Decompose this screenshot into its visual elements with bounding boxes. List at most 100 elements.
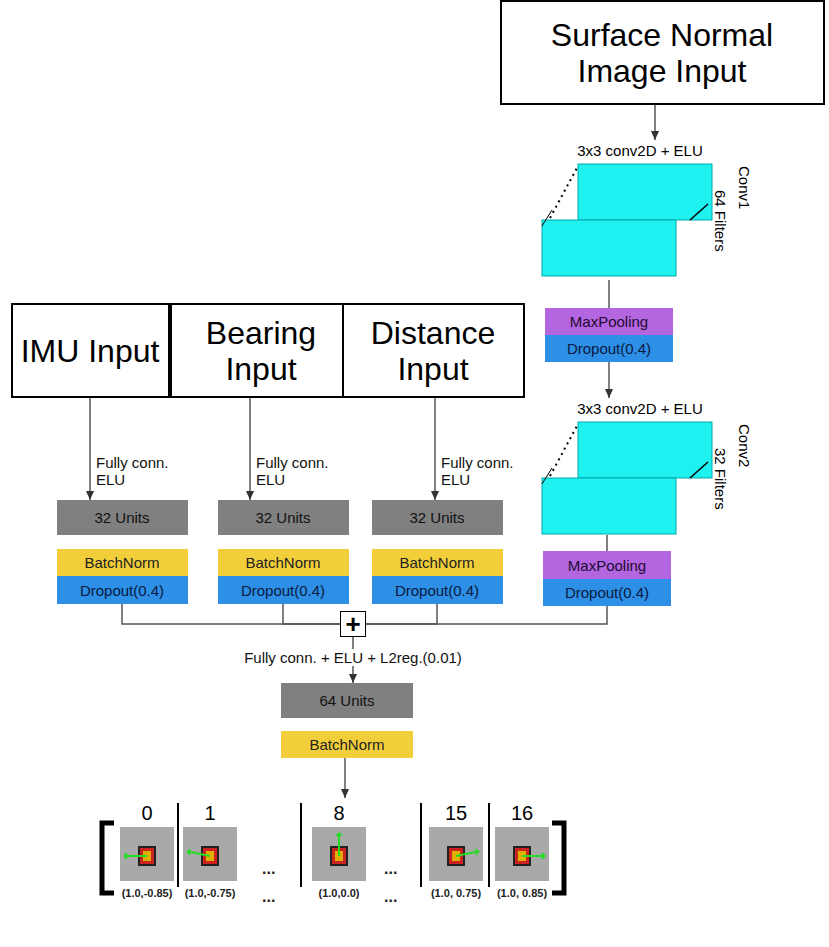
concat-box: +: [340, 611, 366, 637]
input-box: Surface Normal Image Input: [500, 0, 825, 105]
box-text: 32 Units: [409, 509, 464, 526]
heading-arrowhead: [335, 832, 343, 836]
box-text: +: [345, 613, 360, 635]
heading-arrowhead: [186, 848, 191, 856]
dense-box: 32 Units: [57, 500, 188, 535]
heading-arrow: [456, 852, 476, 856]
right-bracket: [552, 823, 564, 893]
heading-arrow: [127, 855, 147, 857]
separator-line: [300, 803, 302, 887]
box-text: MaxPooling: [570, 313, 648, 330]
class-index: 0: [115, 802, 179, 824]
filter-map: [578, 164, 712, 220]
connector: [366, 606, 607, 624]
connector: [366, 604, 437, 624]
stack-edge: [542, 468, 552, 484]
connector: [89, 398, 91, 500]
conv-layer: 3x3 conv2D + ELUConv164 Filters: [540, 140, 740, 280]
dropout-box: Dropout(0.4): [372, 576, 503, 604]
heading-arrow: [190, 852, 210, 856]
filter-map: [542, 220, 676, 276]
batchnorm-box: BatchNorm: [281, 731, 413, 758]
separator-line: [488, 803, 490, 887]
maxpool-box: MaxPooling: [543, 551, 671, 579]
box-text: Dropout(0.4): [565, 584, 649, 601]
batchnorm-box: BatchNorm: [372, 549, 503, 576]
dropout-box: Dropout(0.4): [545, 335, 673, 362]
ground-image: [312, 827, 366, 881]
box-text: BatchNorm: [309, 736, 384, 753]
separator-line: [420, 803, 422, 887]
batchnorm-box: BatchNorm: [218, 549, 349, 576]
stack-edge: [542, 210, 552, 226]
class-index: 8: [307, 802, 371, 824]
edge-label: Fully conn. ELU: [441, 454, 525, 488]
ground-image: [183, 827, 237, 881]
ellipsis: ...: [262, 860, 275, 878]
depth-tick: [690, 462, 708, 478]
heading-arrowhead: [542, 852, 546, 860]
stack-edge: [550, 424, 578, 476]
left-bracket: [102, 823, 114, 893]
layer-caption: 3x3 conv2D + ELU: [540, 400, 740, 417]
dropout-box: Dropout(0.4): [543, 579, 671, 606]
connector: [608, 362, 610, 398]
connector: [606, 535, 608, 551]
box-text: BatchNorm: [84, 554, 159, 571]
class-index: 1: [178, 802, 242, 824]
input-box: Bearing Input: [170, 303, 353, 398]
box-text: BatchNorm: [399, 554, 474, 571]
box-text: Dropout(0.4): [567, 340, 651, 357]
box-text: Dropout(0.4): [80, 582, 164, 599]
ellipsis: ...: [384, 888, 397, 906]
dropout-box: Dropout(0.4): [57, 576, 188, 604]
box-text: Dropout(0.4): [395, 582, 479, 599]
connector: [344, 758, 346, 798]
edge-label: Fully conn. ELU: [256, 454, 340, 488]
output-cell: 8 (1.0,0.0): [307, 798, 371, 908]
heading-arrow: [338, 836, 340, 856]
layer-name: Conv1: [736, 166, 753, 209]
batchnorm-box: BatchNorm: [57, 549, 188, 576]
action-value: (1.0,-0.75): [185, 887, 236, 900]
ground-image: [429, 827, 483, 881]
box-text: Dropout(0.4): [241, 582, 325, 599]
stack-edge: [550, 166, 578, 218]
filter-map: [578, 422, 712, 478]
maxpool-box: MaxPooling: [545, 308, 673, 335]
input-box: Distance Input: [342, 303, 525, 398]
input-box: IMU Input: [11, 303, 170, 398]
depth-tick: [690, 204, 708, 220]
ellipsis: ...: [384, 860, 397, 878]
ground-image: [120, 827, 174, 881]
filter-map: [542, 478, 676, 534]
dropout-box: Dropout(0.4): [218, 576, 349, 604]
connector: [249, 398, 251, 500]
box-text: 64 Units: [319, 692, 374, 709]
connector: [654, 105, 656, 140]
separator-line: [177, 803, 179, 887]
output-cell: 0 (1.0,-0.85): [115, 798, 179, 908]
action-value: (1.0,-0.85): [122, 887, 173, 900]
action-value: (1.0, 0.75): [431, 887, 481, 900]
filter-count: 32 Filters: [712, 448, 729, 510]
output-cell: 1 (1.0,-0.75): [178, 798, 242, 908]
box-text: BatchNorm: [245, 554, 320, 571]
box-text: Bearing Input: [180, 315, 343, 387]
edge-label: Fully conn. + ELU + L2reg.(0.01): [241, 649, 465, 666]
dense-box: 64 Units: [281, 683, 413, 718]
box-text: 32 Units: [255, 509, 310, 526]
action-value: (1.0,0.0): [319, 887, 360, 900]
connector: [122, 604, 340, 624]
heading-arrowhead: [123, 852, 127, 860]
action-value: (1.0, 0.85): [497, 887, 547, 900]
output-cell: 16(1.0, 0.85): [490, 798, 554, 908]
heading-arrowhead: [475, 848, 480, 856]
ground-image: [495, 827, 549, 881]
class-index: 15: [424, 802, 488, 824]
dense-box: 32 Units: [372, 500, 503, 535]
box-text: 32 Units: [94, 509, 149, 526]
heading-arrow: [522, 855, 542, 857]
